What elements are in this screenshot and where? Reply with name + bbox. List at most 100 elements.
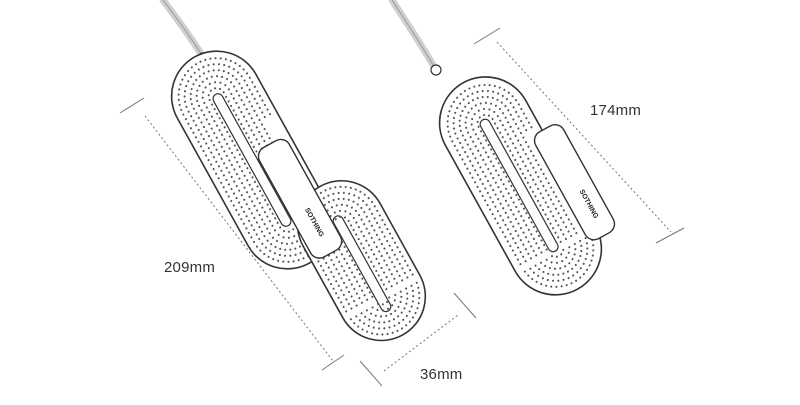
vent-hole: [489, 208, 492, 211]
vent-hole: [481, 170, 485, 173]
vent-hole: [515, 205, 518, 209]
vent-hole: [325, 261, 328, 265]
vent-hole: [466, 155, 469, 158]
vent-hole: [502, 207, 505, 210]
vent-hole: [357, 325, 360, 328]
vent-hole: [253, 180, 257, 183]
vent-hole: [365, 251, 368, 254]
vent-hole: [400, 295, 403, 298]
vent-hole: [345, 310, 348, 313]
vent-hole: [473, 181, 477, 184]
vent-hole: [357, 238, 360, 241]
vent-hole: [400, 311, 403, 314]
vent-hole: [177, 98, 180, 101]
vent-hole: [529, 150, 533, 153]
vent-hole: [538, 234, 541, 237]
vent-hole: [266, 108, 269, 111]
vent-hole: [224, 84, 227, 87]
vent-hole: [231, 151, 234, 155]
vent-hole: [330, 259, 333, 262]
vent-hole: [525, 224, 528, 227]
vent-hole: [388, 244, 391, 247]
vent-hole: [372, 326, 375, 329]
vent-hole: [248, 207, 251, 210]
vent-hole: [504, 105, 507, 108]
vent-hole: [473, 113, 476, 116]
vent-hole: [184, 100, 187, 103]
vent-hole: [238, 82, 241, 85]
vent-hole: [451, 140, 454, 143]
vent-hole: [552, 279, 555, 282]
vent-hole: [537, 246, 540, 249]
vent-hole: [471, 117, 474, 121]
vent-hole: [212, 168, 215, 171]
vent-hole: [522, 243, 525, 246]
vent-hole: [251, 200, 254, 203]
vent-hole: [519, 168, 522, 171]
vent-hole: [468, 172, 472, 175]
vent-hole: [590, 259, 593, 262]
vent-hole: [459, 102, 462, 105]
vent-hole: [240, 99, 243, 102]
vent-hole: [289, 254, 292, 257]
vent-hole: [381, 218, 384, 222]
vent-hole: [465, 126, 468, 129]
compact-shoe-dryer: SOTHING: [388, 0, 616, 296]
vent-hole: [350, 206, 353, 209]
vent-hole: [393, 324, 396, 327]
vent-hole: [378, 238, 381, 241]
vent-hole: [268, 113, 272, 116]
vent-hole: [348, 278, 351, 281]
vent-hole: [248, 112, 251, 115]
vent-hole: [210, 163, 213, 166]
vent-hole: [505, 187, 508, 190]
vent-hole: [220, 145, 223, 148]
vent-hole: [399, 290, 402, 293]
vent-hole: [205, 130, 208, 133]
vent-hole: [535, 242, 538, 245]
vent-hole: [332, 263, 336, 266]
vent-hole: [360, 312, 363, 315]
vent-hole: [340, 203, 343, 206]
vent-hole: [183, 95, 186, 98]
vent-hole: [532, 249, 535, 252]
vent-hole: [358, 319, 361, 322]
label-band-right: [533, 124, 616, 241]
vent-hole: [499, 202, 502, 205]
vent-hole: [527, 216, 531, 219]
vent-hole: [380, 254, 383, 258]
vent-hole: [471, 92, 474, 95]
vent-hole: [236, 161, 239, 164]
vent-hole: [360, 301, 363, 304]
vent-hole: [253, 133, 256, 136]
vent-hole: [202, 65, 205, 69]
vent-hole: [339, 215, 342, 218]
vent-hole: [574, 279, 578, 282]
vent-hole: [399, 300, 402, 304]
vent-hole: [201, 96, 204, 99]
vent-hole: [562, 278, 565, 281]
vent-hole: [487, 143, 490, 147]
vent-hole: [240, 75, 243, 78]
vent-hole: [213, 120, 216, 123]
vent-hole: [486, 89, 489, 93]
vent-hole: [496, 127, 499, 130]
vent-hole: [235, 113, 238, 117]
vent-hole: [377, 262, 381, 265]
vent-hole: [233, 144, 236, 147]
vent-hole: [511, 154, 514, 157]
vent-hole: [555, 195, 558, 198]
vent-hole: [232, 204, 235, 207]
vent-hole: [577, 259, 580, 262]
vent-hole: [263, 127, 266, 131]
vent-hole: [271, 224, 274, 227]
vent-hole: [245, 203, 248, 206]
vent-hole: [527, 121, 530, 124]
vent-hole: [509, 113, 512, 116]
vent-hole: [539, 192, 542, 195]
vent-hole: [401, 279, 404, 282]
vent-hole: [212, 63, 215, 66]
vent-hole: [557, 236, 560, 239]
vent-hole: [349, 318, 352, 321]
vent-hole: [535, 280, 538, 283]
